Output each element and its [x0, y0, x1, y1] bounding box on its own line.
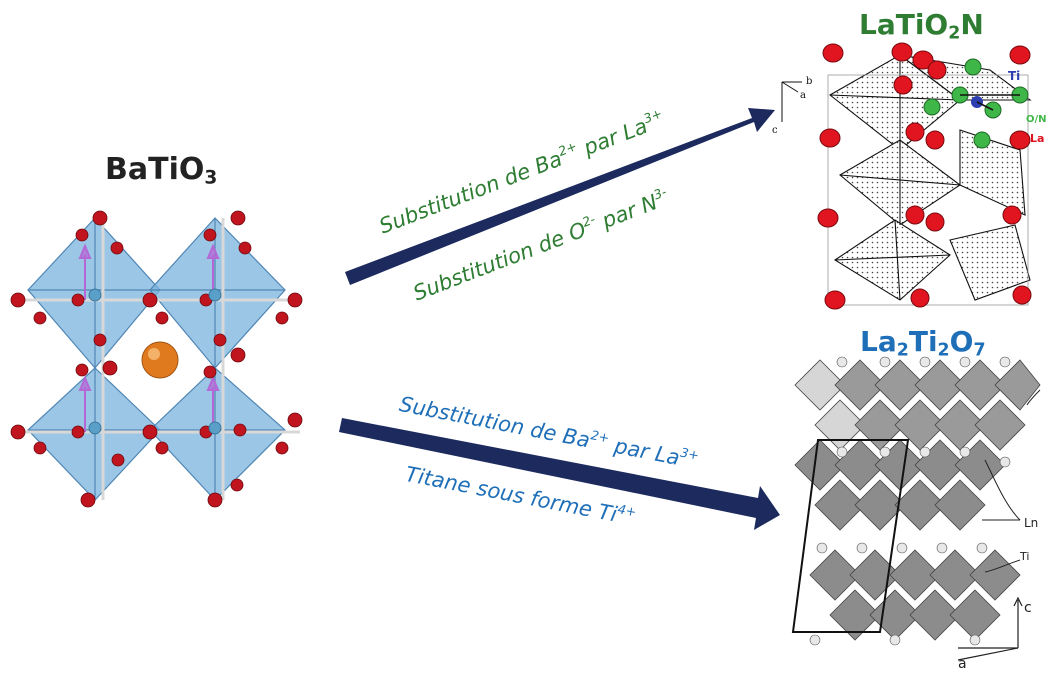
latio2n-ti-label: Ti — [1008, 69, 1020, 83]
la2ti2o7-axis-a: a — [958, 656, 967, 672]
latio2n-on-label: O/N — [1026, 114, 1047, 125]
la2ti2o7-title: La2Ti2O7 — [860, 325, 986, 361]
latio2n-title: LaTiO2N — [859, 8, 984, 44]
upper-arrow — [345, 108, 775, 285]
la2ti2o7-ti-label: Ti — [1019, 550, 1029, 563]
batio3-title: BaTiO3 — [105, 152, 218, 189]
latio2n-axis-c: c — [772, 125, 778, 136]
la2ti2o7-axis-c: c — [1024, 600, 1032, 616]
latio2n-axis-a: a — [800, 90, 806, 101]
latio2n-axis-b: b — [806, 76, 812, 87]
la2ti2o7-ln-label: Ln — [1024, 516, 1038, 530]
lower-arrow — [339, 418, 780, 530]
latio2n-la-label: La — [1030, 132, 1044, 145]
